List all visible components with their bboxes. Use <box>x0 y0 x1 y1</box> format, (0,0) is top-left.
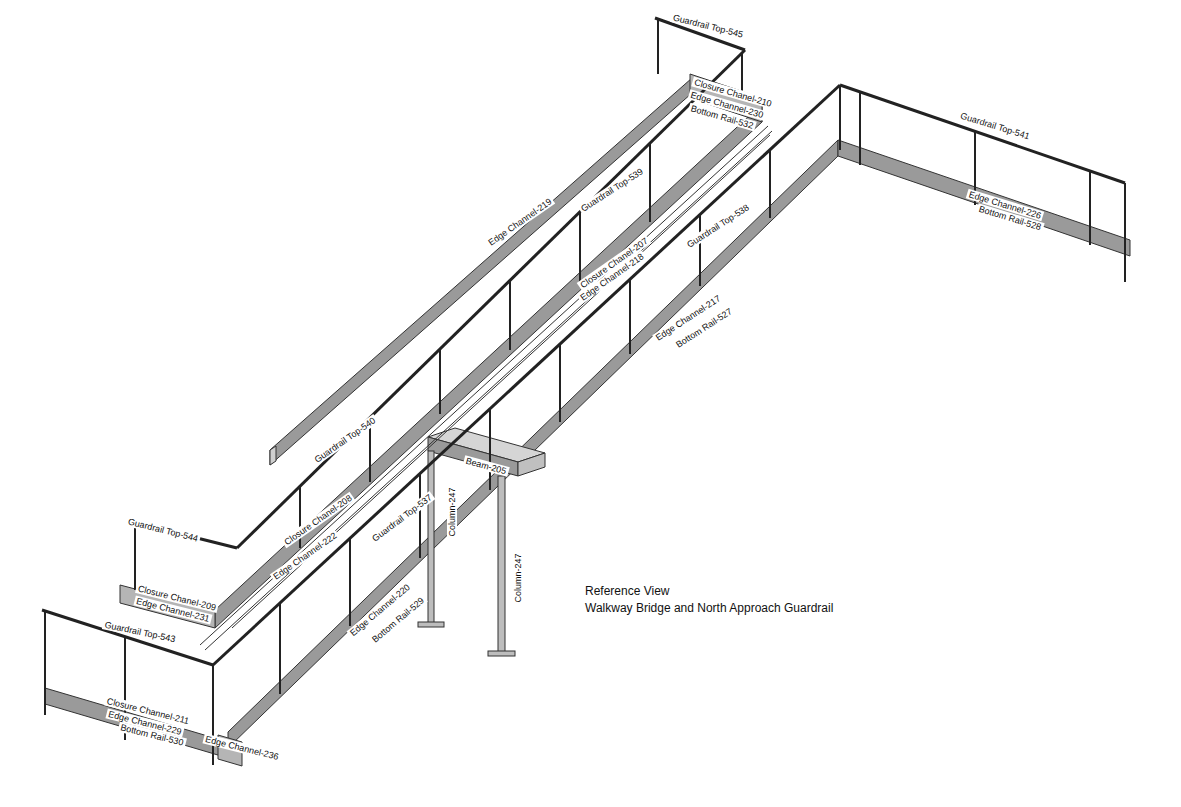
part-label: Column-247 <box>513 551 523 604</box>
part-label: Guardrail Top-544 <box>125 516 201 544</box>
view-title: Reference View <box>585 584 670 598</box>
view-caption: Walkway Bridge and North Approach Guardr… <box>585 601 833 615</box>
part-label: Guardrail Top-537 <box>369 491 436 545</box>
part-label: Column-247 <box>447 485 457 538</box>
part-label: Guardrail Top-540 <box>311 414 379 466</box>
